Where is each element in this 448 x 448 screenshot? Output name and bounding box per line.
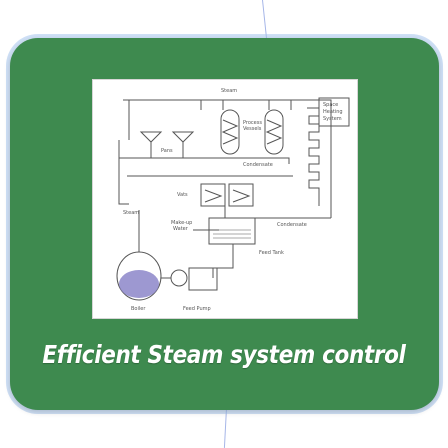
steam-system-diagram: Steam Space Heating System Process Vesse… [92, 79, 358, 319]
vessel-2-coil [265, 119, 283, 145]
condensate-line-2 [224, 206, 331, 219]
label-condensate-2: Condensate [277, 222, 307, 228]
feed-pump [170, 269, 188, 287]
feed-tank-water [213, 229, 251, 239]
process-vessel-2 [264, 109, 284, 155]
label-condensate-1: Condensate [243, 162, 273, 168]
pan-1 [139, 131, 163, 143]
feed-pump-motor [188, 267, 218, 291]
label-process: Process [243, 120, 262, 126]
label-heating: Heating [323, 109, 343, 115]
label-vessels: Vessels [243, 126, 262, 132]
label-space: Space [323, 102, 338, 108]
label-system: System [323, 116, 342, 122]
steam-drops-vessels [200, 100, 292, 110]
label-make-up: Make-up [171, 220, 192, 226]
feed-tank-outlet [212, 244, 234, 278]
vessel-1-coil [221, 119, 239, 145]
steam-main-line [123, 99, 332, 206]
process-vessel-1 [220, 109, 240, 155]
label-feed-tank: Feed Tank [259, 250, 284, 256]
label-pans: Pans [161, 148, 173, 154]
label-water: Water [173, 226, 189, 232]
pan-2 [171, 131, 195, 143]
label-steam-side: Steam [123, 210, 139, 216]
steam-side-line [118, 140, 129, 205]
vat-coils [204, 189, 251, 203]
label-steam-top: Steam [221, 88, 237, 94]
label-vats: Vats [177, 192, 188, 198]
vat-2 [228, 183, 254, 207]
space-heating-coil [307, 107, 320, 206]
pan-drains [150, 142, 184, 158]
space-heating-box [318, 97, 350, 127]
feed-tank [208, 217, 256, 245]
label-boiler: Boiler [131, 306, 146, 312]
vat-1 [200, 183, 226, 207]
diagram-svg: Steam Space Heating System Process Vesse… [116, 88, 350, 312]
card-caption: Efficient Steam system control [42, 340, 406, 369]
label-feed-pump: Feed Pump [183, 306, 211, 312]
boiler-water [119, 270, 159, 298]
condensate-line-1 [119, 157, 290, 164]
